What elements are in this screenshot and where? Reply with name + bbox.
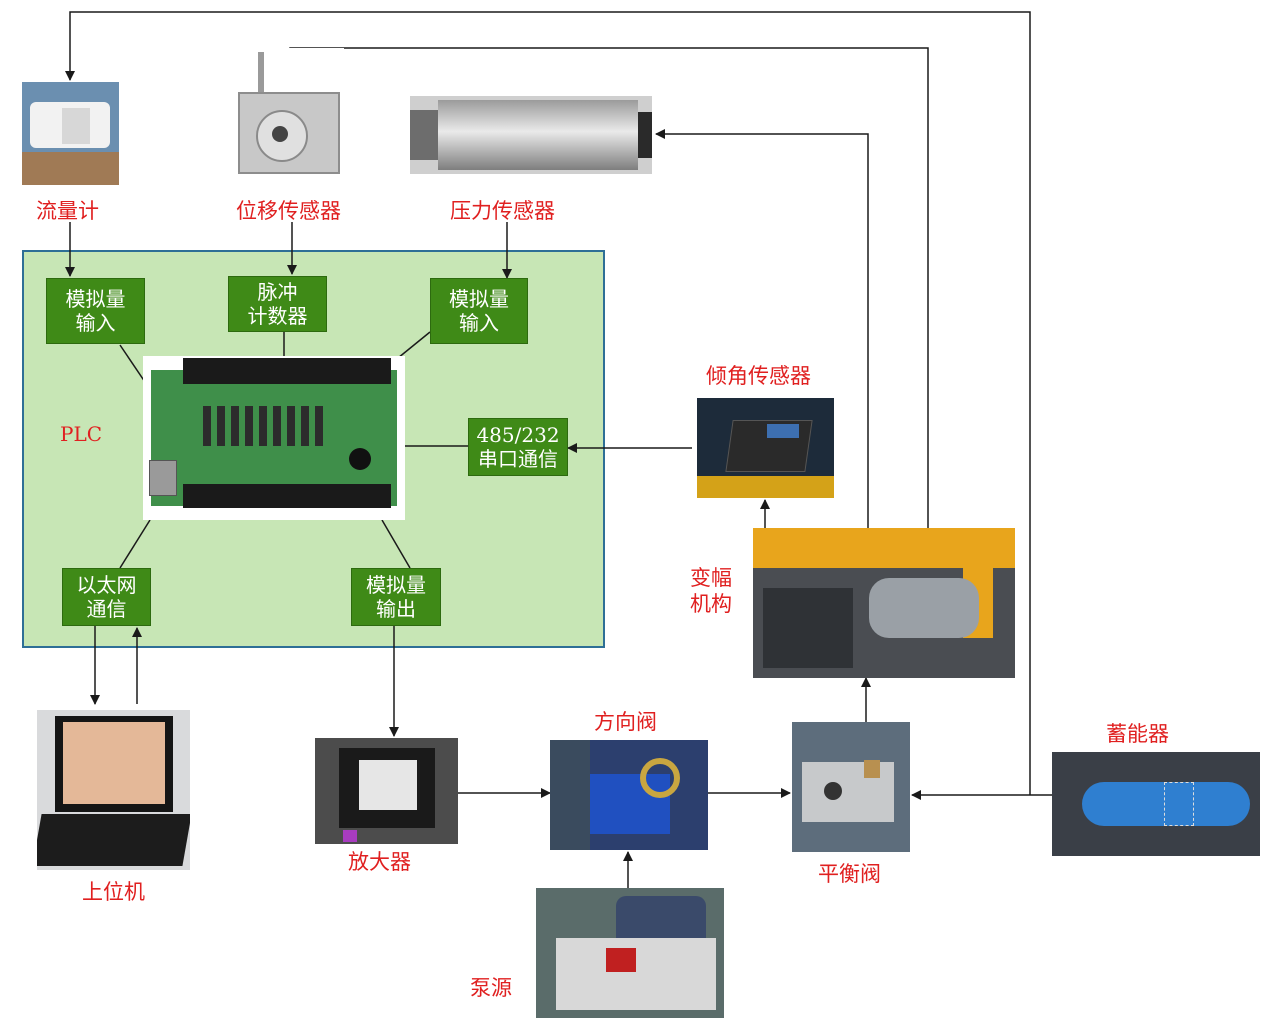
module-text-line: 模拟量 — [449, 287, 509, 311]
module-text-line: 输入 — [75, 311, 116, 335]
ethernet-comm-module: 以太网 通信 — [62, 568, 151, 626]
module-text-line: 脉冲 — [257, 280, 298, 304]
module-text-line: 串口通信 — [478, 447, 558, 471]
pressure-sensor-photo — [410, 96, 652, 174]
luffing-label-line2: 机构 — [690, 592, 732, 616]
flowmeter-label: 流量计 — [36, 199, 99, 223]
pump-label: 泵源 — [470, 976, 512, 1000]
balance-valve-photo — [792, 722, 910, 852]
plc-label: PLC — [60, 422, 103, 446]
flowmeter-photo — [22, 82, 119, 185]
balance-valve-label: 平衡阀 — [818, 862, 881, 886]
module-text-line: 模拟量 — [366, 573, 426, 597]
luffing-label-line1: 变幅 — [690, 566, 732, 590]
accumulator-photo — [1052, 752, 1260, 856]
pressure-label: 压力传感器 — [450, 199, 555, 223]
module-text-line: 通信 — [86, 597, 127, 621]
module-text-line: 以太网 — [76, 573, 137, 597]
analog-input-module-right: 模拟量 输入 — [430, 278, 528, 344]
host-label: 上位机 — [82, 880, 145, 904]
directional-valve-label: 方向阀 — [594, 710, 657, 734]
pump-photo — [536, 888, 724, 1018]
amplifier-label: 放大器 — [348, 850, 411, 874]
analog-output-module: 模拟量 输出 — [351, 568, 441, 626]
module-text-line: 485/232 — [476, 423, 560, 447]
analog-input-module-left: 模拟量 输入 — [46, 278, 145, 344]
pulse-counter-module: 脉冲 计数器 — [228, 276, 327, 332]
directional-valve-photo — [550, 740, 708, 850]
module-text-line: 输入 — [459, 311, 499, 335]
amplifier-photo — [315, 738, 458, 844]
plc-board-photo — [143, 356, 405, 520]
module-text-line: 输出 — [376, 597, 416, 621]
displacement-sensor-photo — [232, 48, 344, 186]
displacement-label: 位移传感器 — [236, 199, 341, 223]
serial-comm-module: 485/232 串口通信 — [468, 418, 568, 476]
luffing-mechanism-photo — [753, 528, 1015, 678]
module-text-line: 模拟量 — [65, 287, 126, 311]
accumulator-label: 蓄能器 — [1106, 722, 1169, 746]
tilt-label: 倾角传感器 — [706, 364, 811, 388]
module-text-line: 计数器 — [247, 304, 308, 328]
host-computer-photo — [37, 710, 190, 870]
tilt-sensor-photo — [697, 398, 834, 498]
